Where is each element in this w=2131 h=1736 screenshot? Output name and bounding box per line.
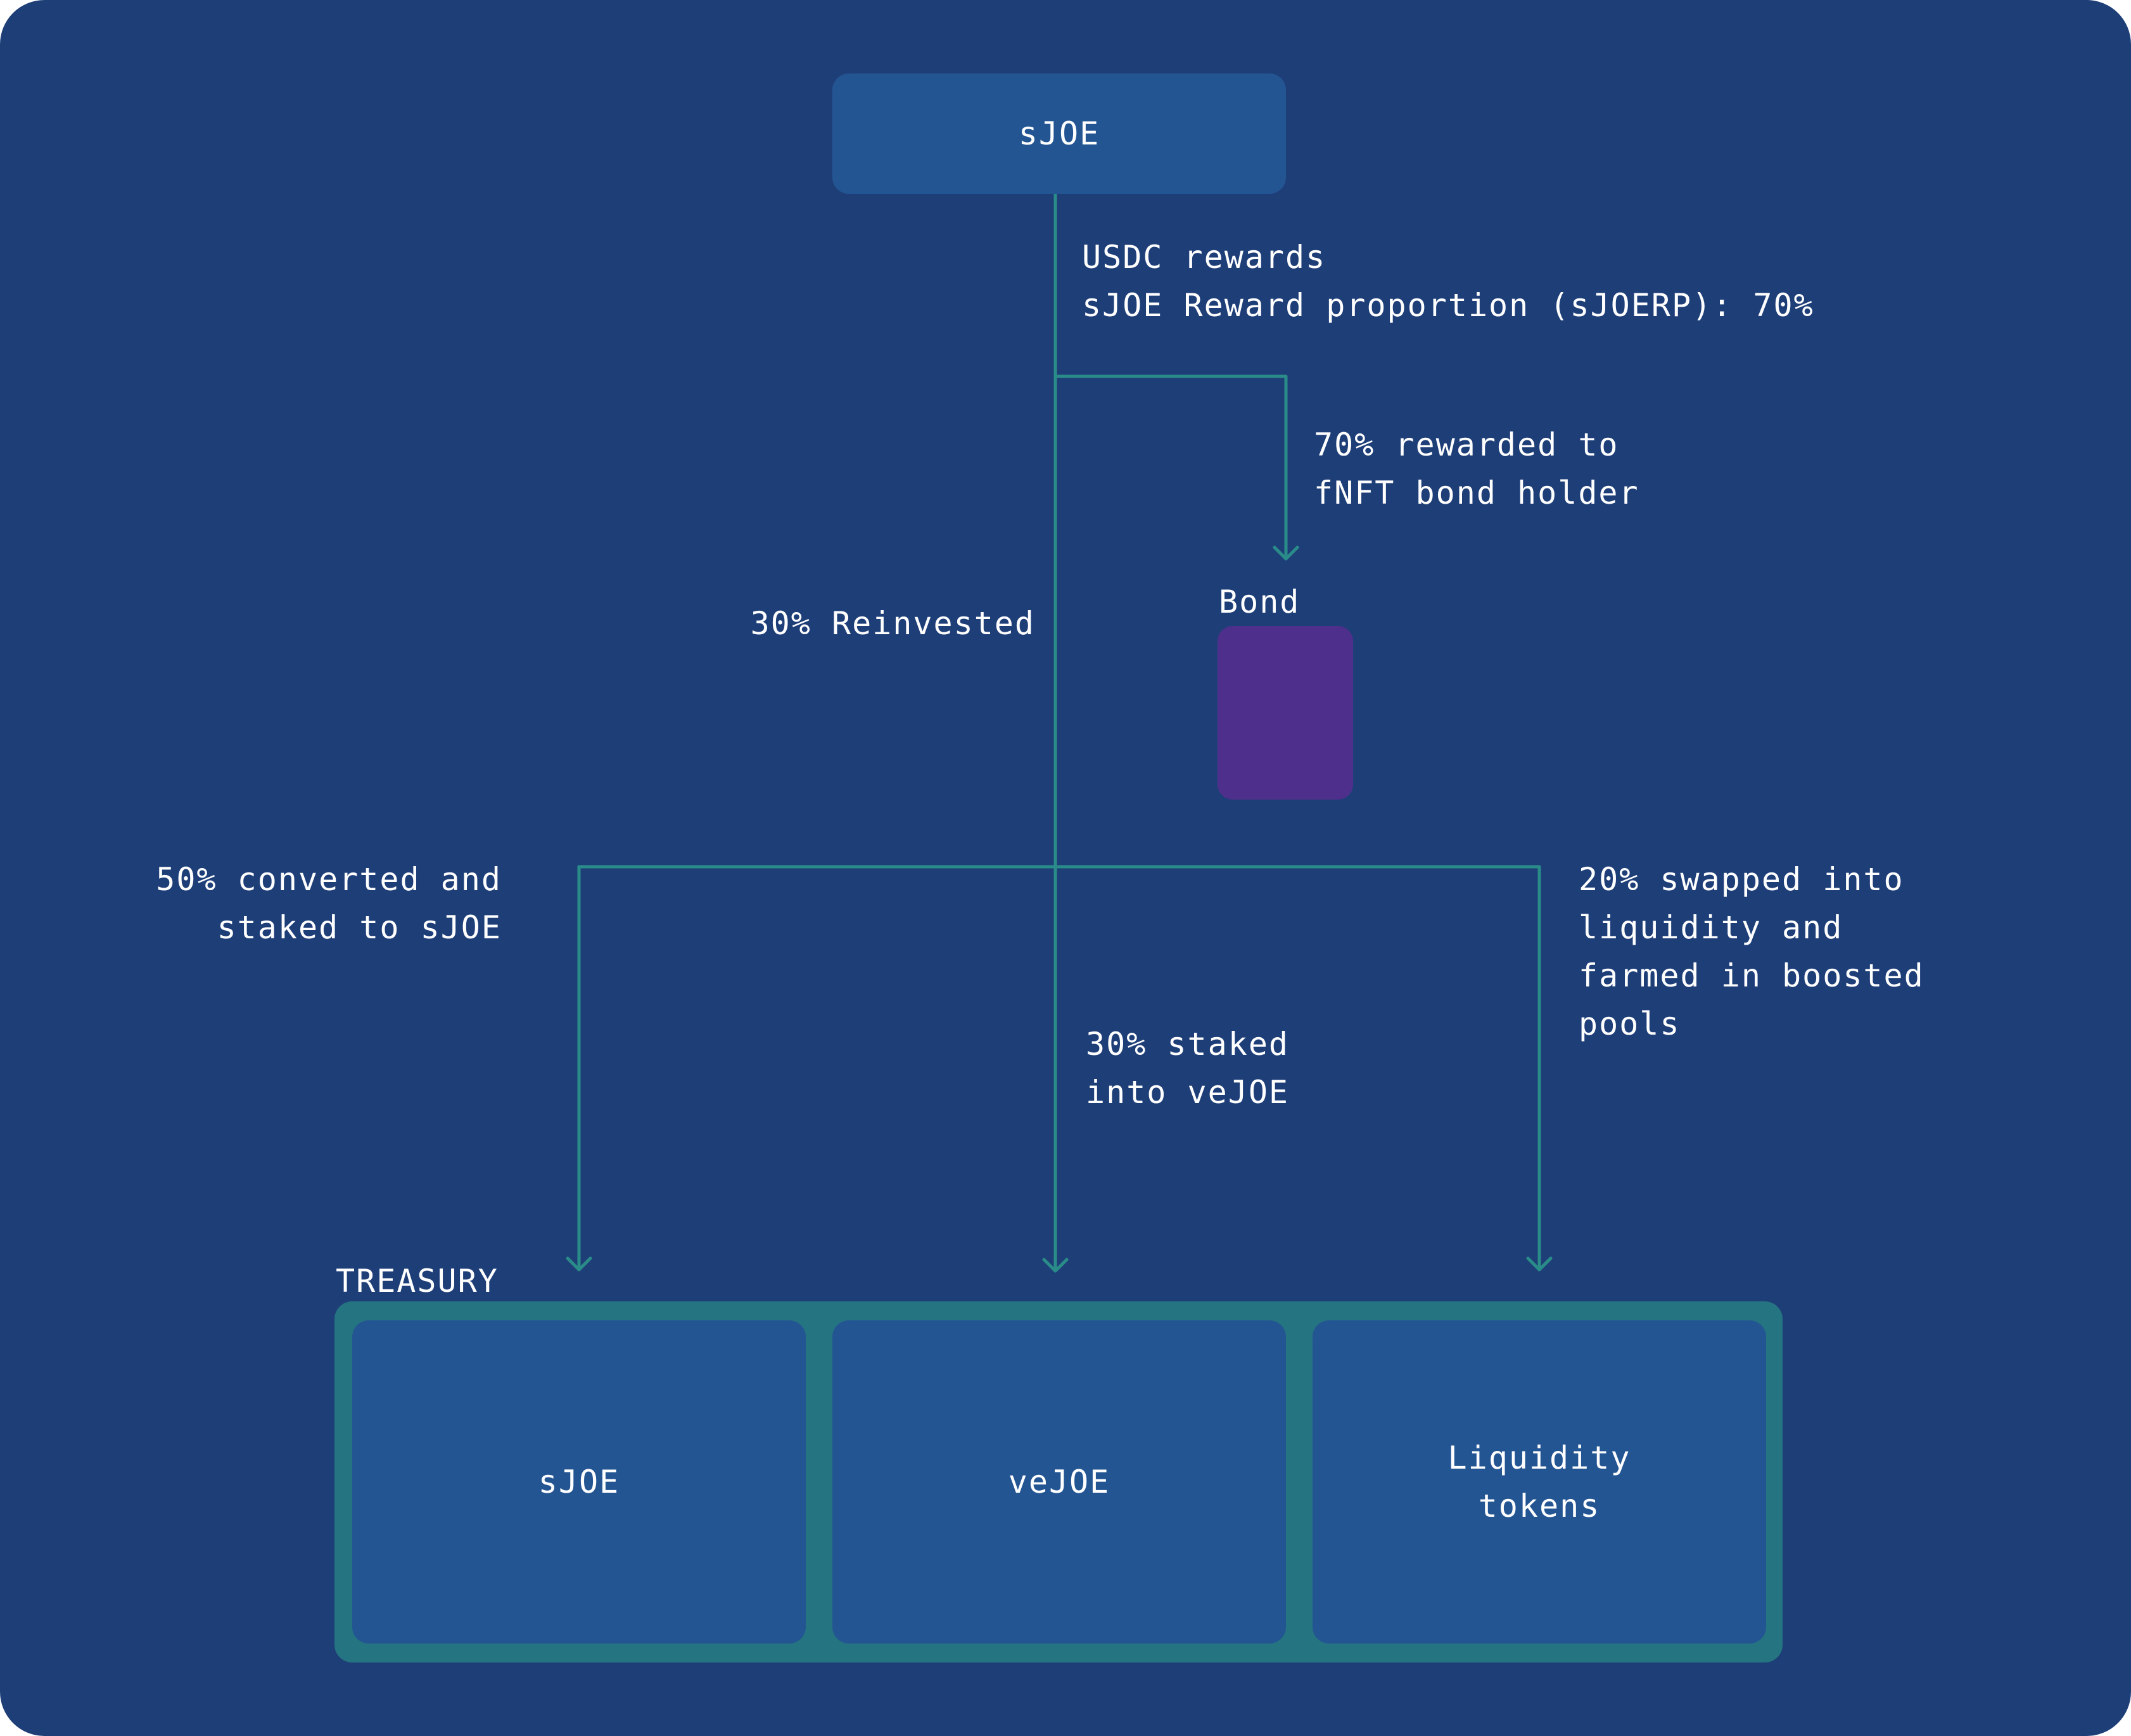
treasury-liquidity-node: Liquidity tokens [1313, 1320, 1766, 1643]
bond-arrow-head [1273, 546, 1299, 561]
vejoe-arrow-head [1042, 1258, 1069, 1273]
bond-box [1218, 626, 1353, 800]
treasury-sjoe-node: sJOE [352, 1320, 806, 1643]
bond-title: Bond [1219, 584, 1301, 620]
liquidity-arrow-head [1526, 1256, 1553, 1272]
treasury-title: TREASURY [336, 1263, 499, 1299]
usdc-rewards-label: USDC rewards sJOE Reward proportion (sJO… [1082, 239, 1814, 324]
treasury-vejoe-node: veJOE [832, 1320, 1286, 1643]
vejoe-share-label: 30% staked into veJOE [1086, 1026, 1290, 1111]
sjoe-arrow-head [566, 1256, 592, 1272]
reinvested-label: 30% Reinvested [750, 605, 1035, 642]
sjoe-source-node: sJOE [832, 73, 1286, 194]
sjoe-share-label: 50% converted and staked to sJOE [156, 861, 502, 946]
bond-branch-line [1053, 374, 1288, 561]
bond-share-label: 70% rewarded to fNFT bond holder [1314, 426, 1639, 511]
liquidity-share-label: 20% swapped into liquidity and farmed in… [1579, 861, 1924, 1042]
